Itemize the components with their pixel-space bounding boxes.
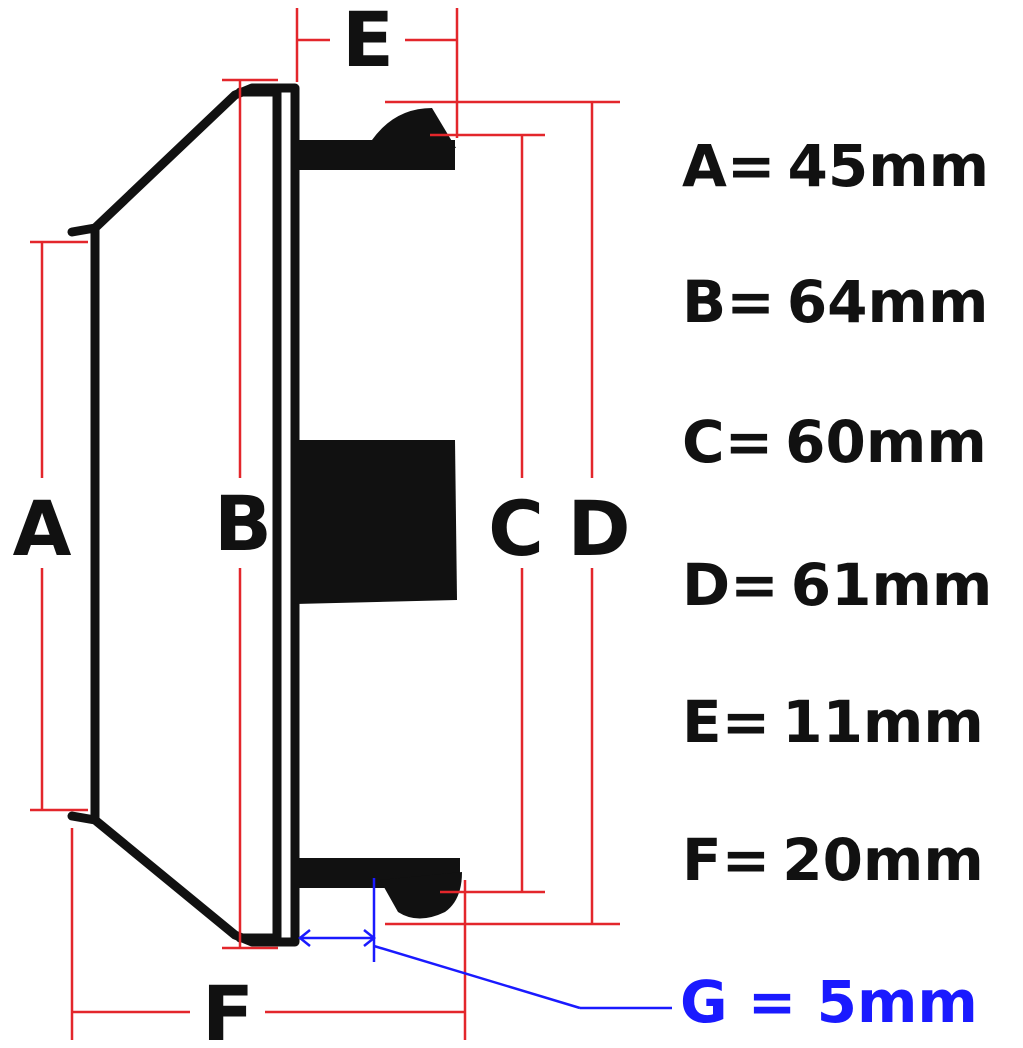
spec-f-label: F=: [682, 826, 770, 894]
spec-b: B=64mm: [682, 268, 988, 336]
spec-d-value: 61mm: [791, 551, 993, 619]
dimension-d-line: [385, 100, 620, 926]
dimension-label-c: C: [488, 484, 544, 573]
dimension-a-line: [30, 240, 88, 812]
dimension-b-line: [222, 78, 278, 950]
spec-a: A=45mm: [682, 132, 989, 200]
spec-c-label: C=: [682, 408, 773, 476]
spec-e: E=11mm: [682, 688, 984, 756]
spec-g: G = 5mm: [680, 968, 978, 1036]
dimension-e-line: [295, 8, 459, 138]
bottom-clip: [295, 858, 462, 919]
spec-g-label: G =: [680, 968, 817, 1036]
spec-c: C=60mm: [682, 408, 987, 476]
dimension-label-b: B: [214, 479, 272, 568]
spec-d: D=61mm: [682, 551, 992, 619]
spec-c-value: 60mm: [785, 408, 987, 476]
spec-a-label: A=: [682, 132, 776, 200]
spec-e-label: E=: [682, 688, 770, 756]
dimension-label-a: A: [13, 484, 72, 573]
spec-f: F=20mm: [682, 826, 984, 894]
dimension-label-d: D: [567, 484, 630, 573]
dimension-label-e: E: [342, 0, 394, 84]
dimension-g-line: [297, 878, 672, 1010]
spec-list: A=45mm B=64mm C=60mm D=61mm E=11mm F=20m…: [680, 132, 992, 1036]
dimension-c-line: [430, 133, 545, 894]
spec-a-value: 45mm: [788, 132, 990, 200]
spec-g-value: 5mm: [817, 968, 978, 1036]
spec-f-value: 20mm: [782, 826, 984, 894]
dimension-f-line: [70, 828, 467, 1040]
dimension-lines: [30, 8, 620, 1040]
spec-e-value: 11mm: [782, 688, 984, 756]
center-boss: [295, 440, 457, 604]
spec-d-label: D=: [682, 551, 779, 619]
dimension-label-f: F: [202, 969, 254, 1048]
hub-cap-profile: [67, 83, 462, 947]
spec-b-value: 64mm: [787, 268, 989, 336]
spec-b-label: B=: [682, 268, 775, 336]
top-clip: [295, 108, 456, 170]
